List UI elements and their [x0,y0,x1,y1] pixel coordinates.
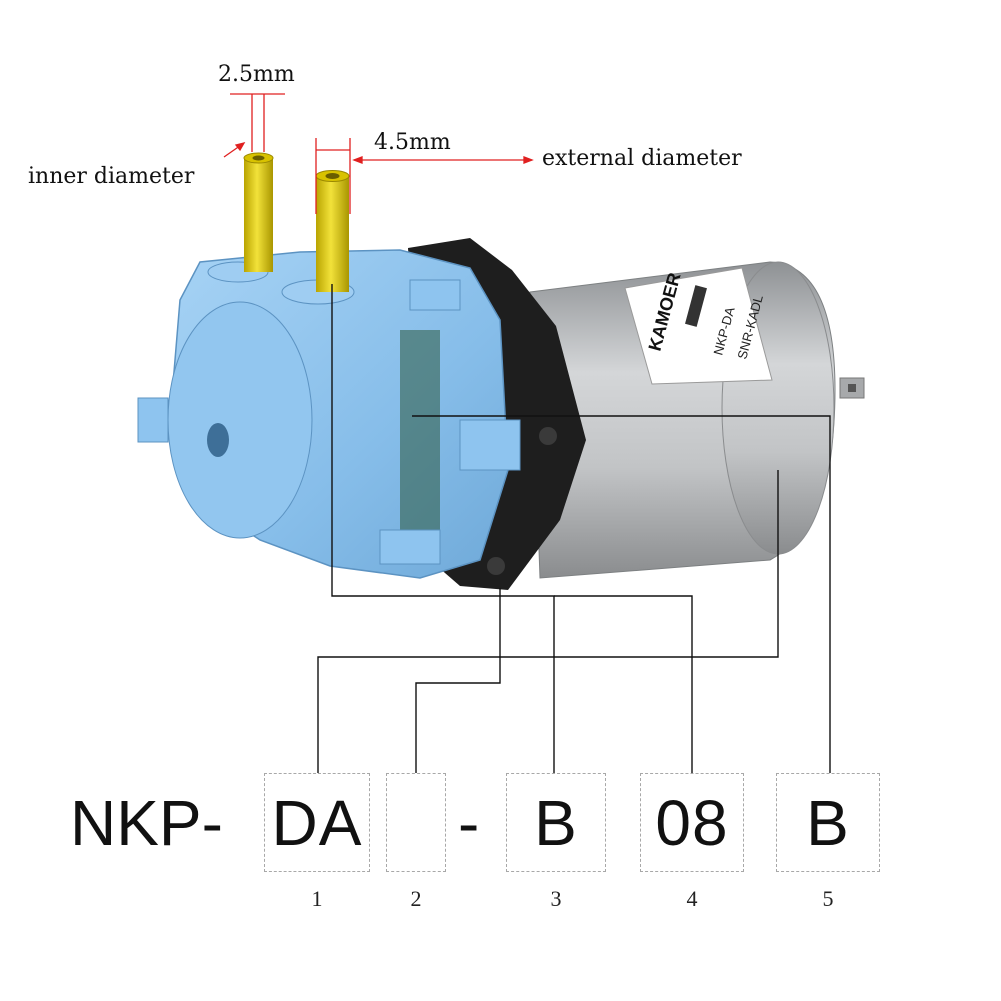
model-segment-box-5: B [776,773,880,872]
model-code-prefix: NKP- [70,787,223,859]
model-segment-index-4: 4 [686,886,698,911]
pump-head [137,249,521,579]
motor-label-sticker: KAMOER NKP-DA SNR-KADL [624,267,773,385]
model-segment-value-5: B [806,786,850,859]
external-diameter-label: external diameter [542,146,742,171]
model-segment-index-3: 3 [550,886,562,911]
model-segment-box-4: 08 [640,773,744,872]
model-segment-value-3: B [534,786,578,859]
model-segment-box-3: B [506,773,606,872]
model-segment-box-2 [386,773,446,872]
model-segment-box-1: DA [264,773,370,872]
inlet-tube [243,152,274,272]
inner-diameter-label: inner diameter [28,164,195,189]
model-segment-value-4: 08 [655,786,729,859]
model-segment-index-1: 1 [311,886,323,911]
motor: KAMOER NKP-DA SNR-KADL [529,261,865,579]
external-diameter-dimension [315,138,534,214]
outlet-tube [315,170,350,292]
inner-diameter-dimension [223,93,285,158]
model-segment-index-2: 2 [410,886,422,911]
inner-diameter-value: 2.5mm [218,62,295,87]
external-diameter-value: 4.5mm [374,130,451,155]
leader-lines [317,284,831,773]
model-segment-value-1: DA [271,786,363,859]
model-segment-index-5: 5 [822,886,834,911]
model-code-separator: - [458,787,480,859]
